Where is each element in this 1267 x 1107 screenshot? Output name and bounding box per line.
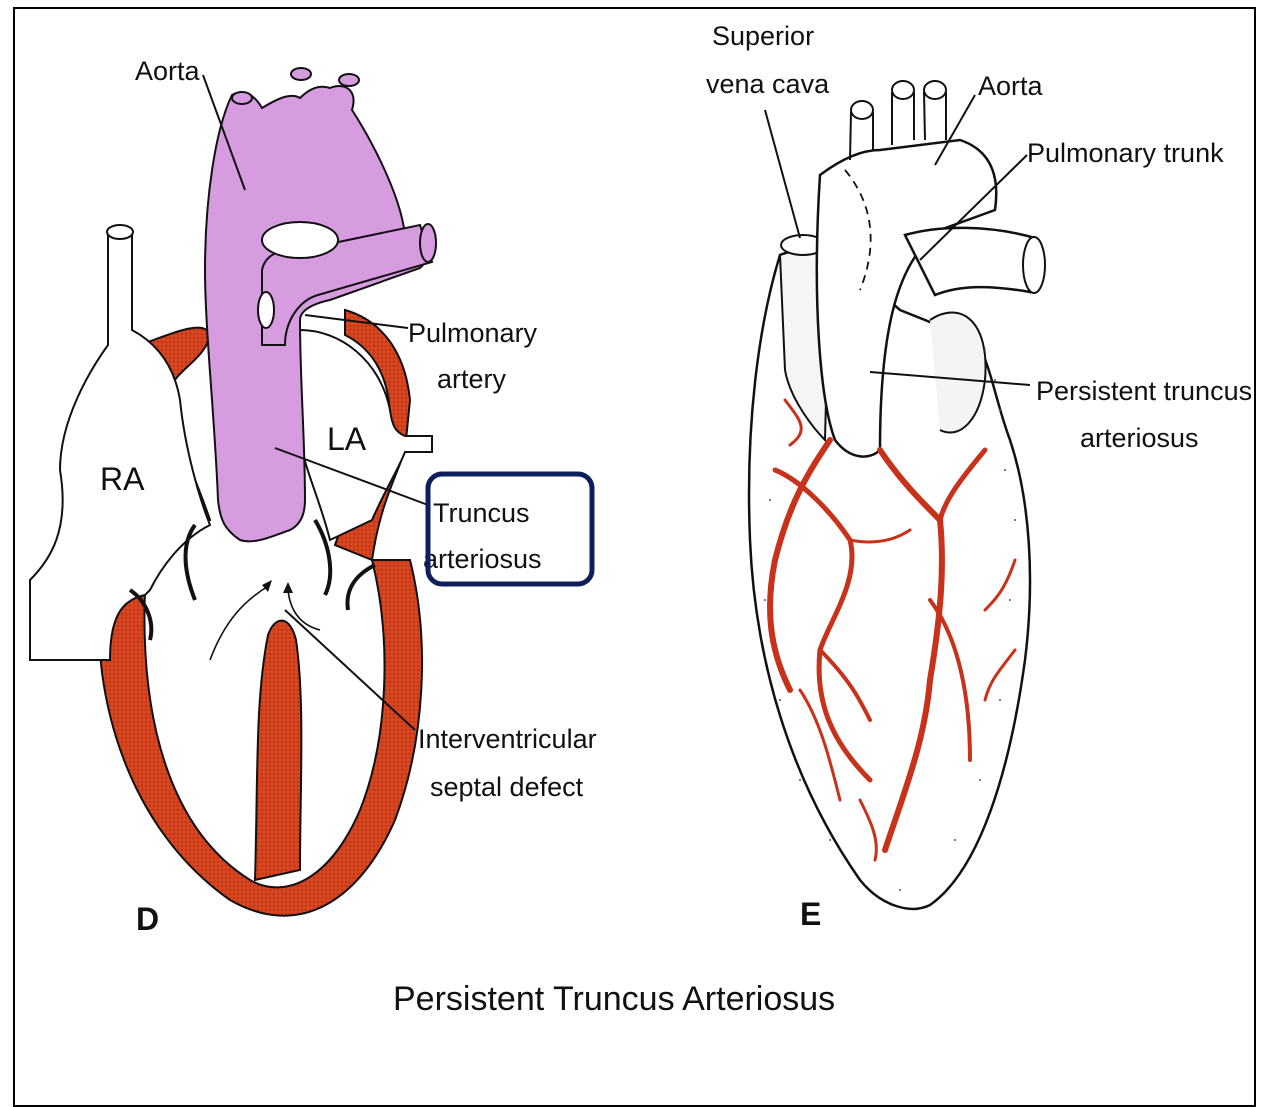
figure-caption: Persistent Truncus Arteriosus	[393, 980, 835, 1018]
aortic-branch-1	[232, 92, 252, 104]
right-atrium	[30, 235, 210, 660]
pulmonary-trunk-vessel	[905, 228, 1035, 295]
leader-svc	[765, 110, 800, 238]
valve-la	[347, 565, 375, 610]
vessel-gap	[258, 292, 274, 328]
panel-d-heart-section: Aorta Pulmonary artery RA LA Truncus art…	[30, 56, 597, 937]
svc-opening	[107, 225, 133, 239]
label-ra: RA	[100, 461, 145, 497]
arch-gap	[262, 222, 338, 258]
label-persistent-line2: arteriosus	[1080, 423, 1199, 453]
interventricular-septum	[255, 621, 301, 880]
label-la: LA	[327, 421, 367, 457]
label-ivsd-line2: septal defect	[430, 772, 584, 802]
label-persistent-line1: Persistent truncus	[1036, 376, 1252, 406]
flow-arrow-left	[210, 585, 270, 660]
label-svc-line1: Superior	[712, 21, 814, 51]
aortic-branch-e3	[924, 81, 946, 99]
label-truncus-line1: Truncus	[433, 498, 530, 528]
label-pulmonary-artery-line1: Pulmonary	[408, 318, 538, 348]
aortic-branch-e1	[851, 101, 873, 119]
flow-arrowhead-right	[283, 582, 293, 593]
aortic-branch-e2	[892, 81, 914, 99]
pulmonary-artery-opening	[420, 224, 436, 262]
label-aorta-d: Aorta	[135, 56, 201, 86]
flow-arrow-right	[288, 590, 320, 630]
flow-arrowhead-left	[262, 580, 272, 592]
label-truncus-line2: arteriosus	[423, 544, 542, 574]
panel-e-heart-exterior: Superior vena cava Aorta Pulmonary trunk…	[706, 21, 1252, 932]
aortic-branch-3	[339, 74, 359, 86]
pulmonary-trunk-opening	[1023, 237, 1045, 293]
panel-letter-e: E	[800, 896, 821, 932]
diagram-canvas: Aorta Pulmonary artery RA LA Truncus art…	[0, 0, 1267, 1044]
label-ivsd-line1: Interventricular	[418, 724, 597, 754]
label-aorta-e: Aorta	[978, 71, 1044, 101]
label-svc-line2: vena cava	[706, 69, 830, 99]
panel-letter-d: D	[136, 901, 159, 937]
label-pulmonary-artery-line2: artery	[437, 364, 507, 394]
aortic-branch-2	[291, 68, 311, 80]
label-pulmonary-trunk: Pulmonary trunk	[1027, 138, 1224, 168]
